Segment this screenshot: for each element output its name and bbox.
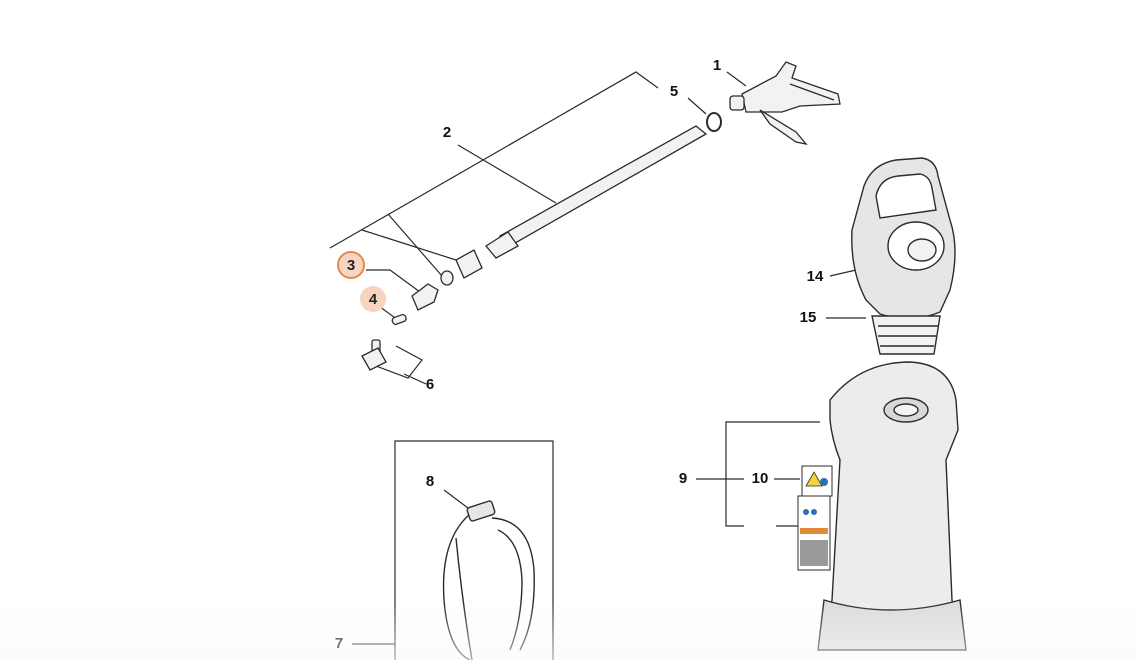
spray-wand-illustration: [440, 125, 708, 286]
part-hotspot-3[interactable]: 3: [337, 251, 365, 279]
part-hotspot-4[interactable]: 4: [360, 286, 386, 312]
warning-labels-illustration: [797, 465, 833, 571]
carry-strap-illustration: [442, 500, 535, 660]
part-label-8[interactable]: 8: [425, 473, 435, 490]
part-label-5[interactable]: 5: [669, 83, 679, 100]
nozzle-parts-illustration: [391, 283, 439, 325]
part-label-10[interactable]: 10: [751, 470, 769, 487]
part-label-9[interactable]: 9: [678, 470, 688, 487]
leader-lines: [329, 71, 866, 660]
o-ring-illustration: [706, 112, 722, 132]
spray-gun-illustration: [729, 61, 841, 145]
part-label-6[interactable]: 6: [425, 376, 435, 393]
part-label-15[interactable]: 15: [799, 309, 817, 326]
pump-head-illustration: [851, 157, 956, 355]
adjustable-nozzle-illustration: [361, 339, 387, 371]
tank-illustration: [817, 361, 967, 651]
part-label-7[interactable]: 7: [334, 635, 344, 652]
part-label-2[interactable]: 2: [442, 124, 452, 141]
part-label-1[interactable]: 1: [712, 57, 722, 74]
part-label-14[interactable]: 14: [806, 268, 824, 285]
